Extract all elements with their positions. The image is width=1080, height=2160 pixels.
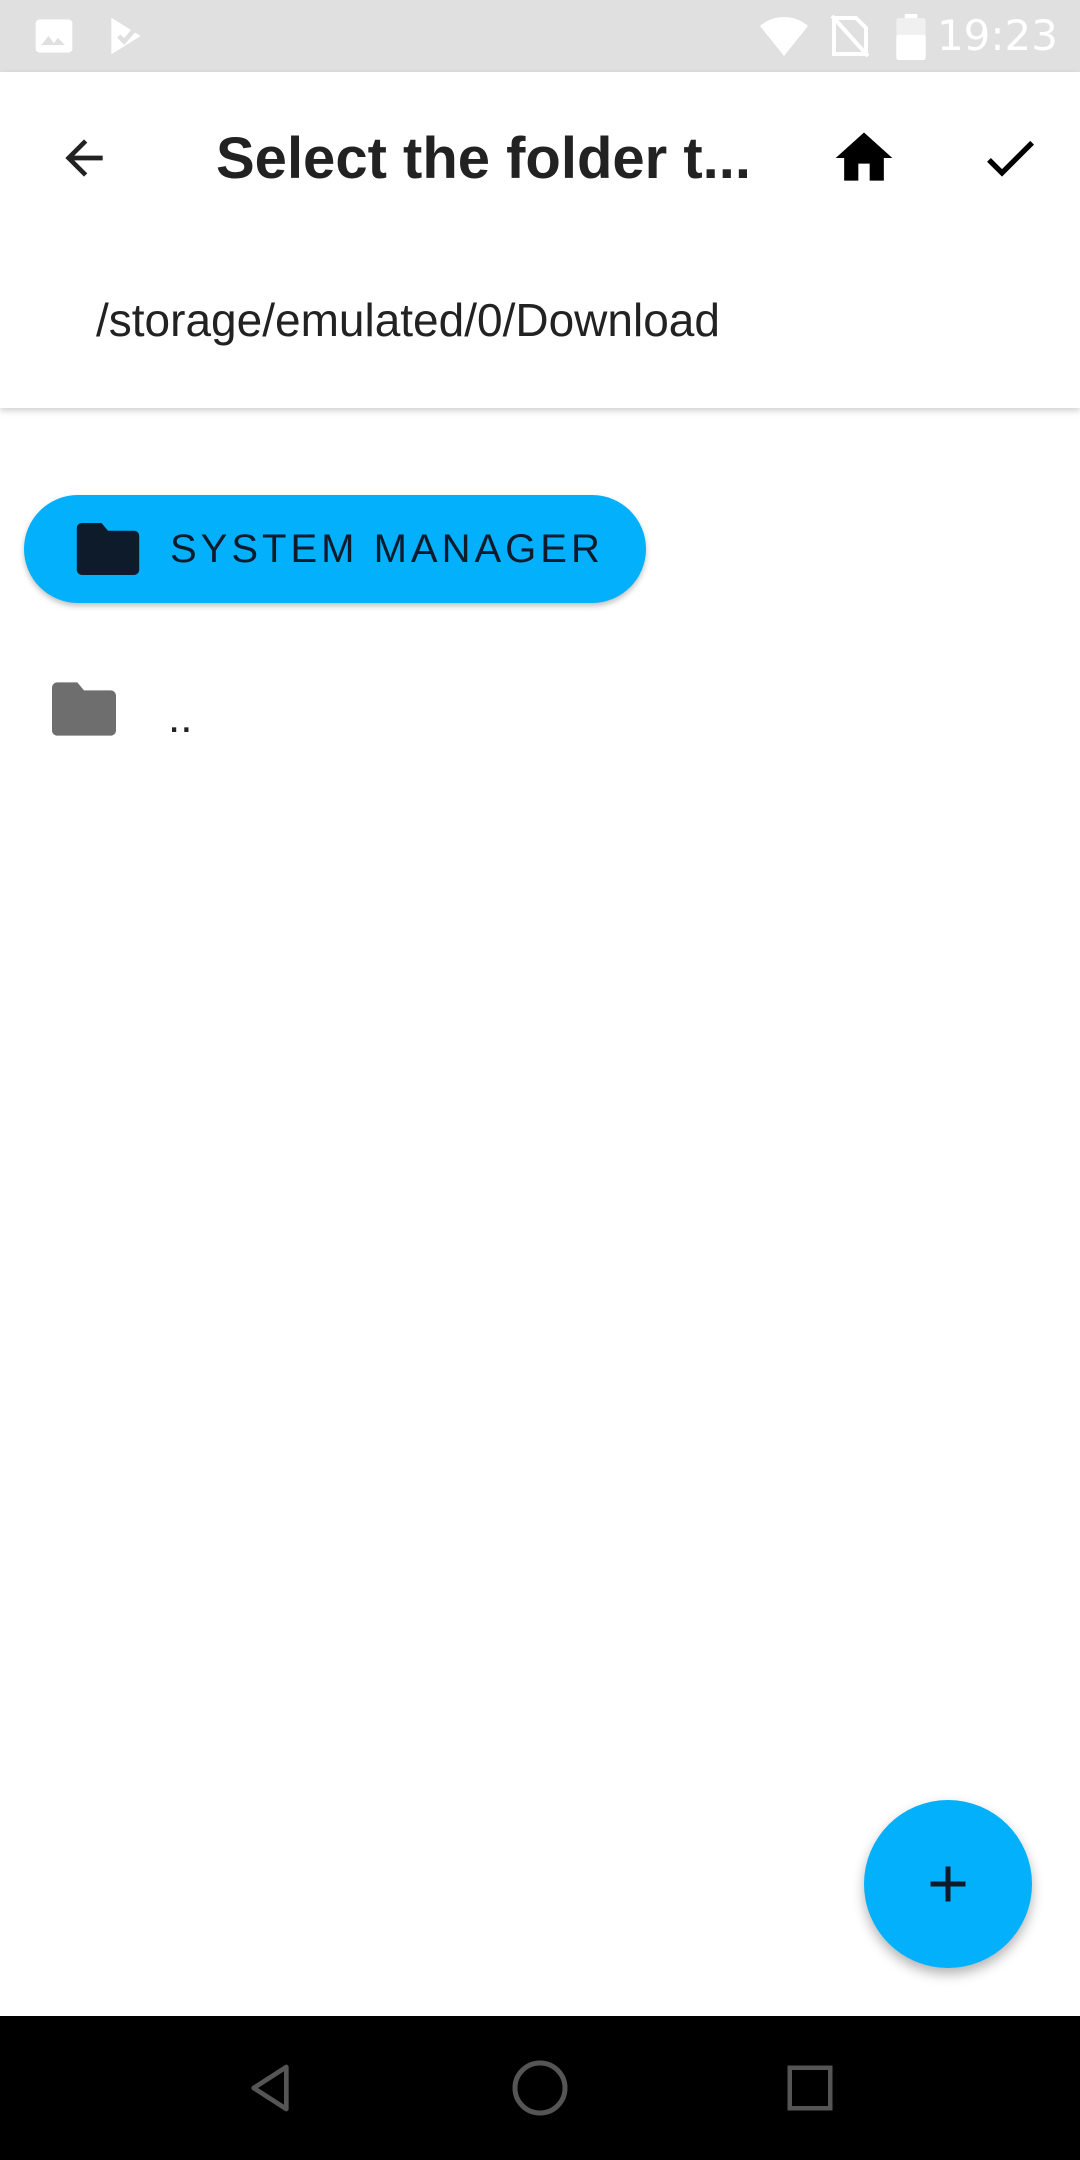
play-store-notification-icon bbox=[104, 14, 148, 63]
page-title: Select the folder t... bbox=[216, 126, 751, 191]
folder-icon bbox=[52, 682, 116, 741]
status-time: 19:23 bbox=[936, 11, 1058, 60]
plus-icon bbox=[930, 1866, 966, 1902]
nav-home-icon bbox=[512, 2060, 568, 2116]
arrow-back-icon bbox=[65, 139, 103, 177]
image-notification-icon bbox=[32, 14, 76, 63]
list-item-label: .. bbox=[168, 693, 193, 742]
list-item[interactable]: .. bbox=[0, 660, 1080, 762]
system-manager-label: SYSTEM MANAGER bbox=[170, 527, 604, 571]
back-button[interactable] bbox=[44, 118, 124, 198]
nav-recents-icon bbox=[787, 2065, 833, 2111]
confirm-button[interactable] bbox=[968, 116, 1052, 200]
system-manager-button[interactable]: SYSTEM MANAGER bbox=[24, 495, 646, 603]
nav-home-button[interactable] bbox=[500, 2048, 580, 2128]
nav-back-icon bbox=[251, 2064, 289, 2112]
home-icon bbox=[835, 132, 893, 181]
nav-back-button[interactable] bbox=[230, 2048, 310, 2128]
wifi-icon bbox=[760, 14, 808, 63]
folder-icon bbox=[76, 523, 140, 580]
no-sim-icon bbox=[830, 14, 870, 63]
navigation-bar bbox=[0, 2016, 1080, 2160]
status-bar: 19:23 bbox=[0, 0, 1080, 72]
current-path: /storage/emulated/0/Download bbox=[96, 294, 720, 346]
check-icon bbox=[987, 140, 1034, 177]
app-bar: Select the folder t... /storage/emulated… bbox=[0, 72, 1080, 408]
nav-recents-button[interactable] bbox=[770, 2048, 850, 2128]
add-folder-fab[interactable] bbox=[864, 1800, 1032, 1968]
battery-icon bbox=[896, 14, 926, 65]
home-button[interactable] bbox=[822, 116, 906, 200]
